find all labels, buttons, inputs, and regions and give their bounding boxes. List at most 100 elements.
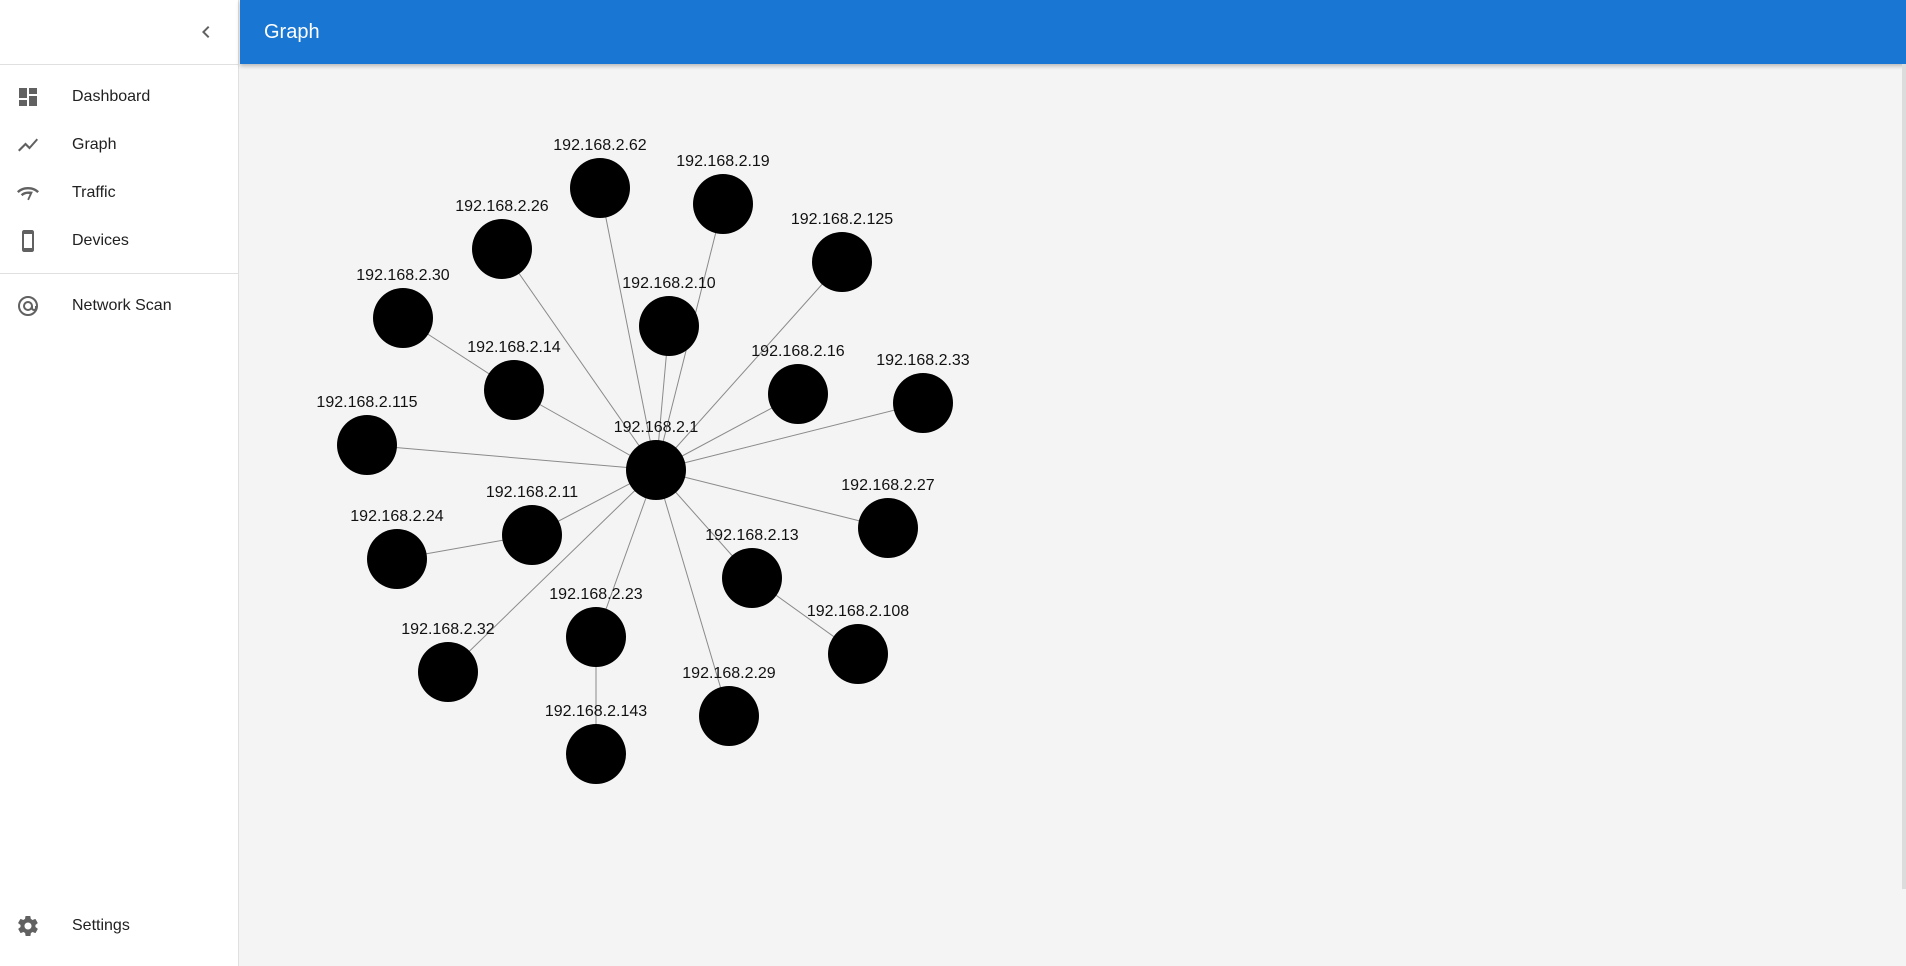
graph-node-label: 192.168.2.27 [841, 477, 935, 494]
network-graph[interactable]: 192.168.2.1 192.168.2.62 192.168.2.19 192.1… [240, 64, 1906, 966]
graph-node[interactable]: 192.168.2.143 [545, 703, 647, 784]
graph-edge [655, 469, 889, 529]
graph-node-circle[interactable] [812, 232, 872, 292]
sidebar-item-label: Settings [72, 917, 130, 934]
sidebar-item-label: Dashboard [72, 88, 151, 105]
graph-node-circle[interactable] [768, 364, 828, 424]
graph-node-label: 192.168.2.24 [350, 508, 444, 525]
graph-edge [599, 187, 657, 471]
graph-canvas[interactable]: 192.168.2.1 192.168.2.62 192.168.2.19 192.1… [240, 64, 1906, 966]
graph-node[interactable]: 192.168.2.30 [356, 267, 450, 348]
graph-edge [447, 469, 657, 673]
graph-node[interactable]: 192.168.2.27 [841, 477, 935, 558]
graph-node-circle[interactable] [722, 548, 782, 608]
sidebar-item-devices[interactable]: Devices [0, 217, 238, 265]
collapse-sidebar-button[interactable] [190, 16, 222, 48]
footer-nav: Settings [0, 894, 238, 958]
graph-node[interactable]: 192.168.2.62 [553, 137, 647, 218]
wifi-icon [16, 181, 40, 205]
graph-node-circle[interactable] [828, 624, 888, 684]
sidebar-item-dashboard[interactable]: Dashboard [0, 73, 238, 121]
graph-edge [501, 248, 657, 471]
graph-node-circle[interactable] [566, 607, 626, 667]
graph-node-circle[interactable] [337, 415, 397, 475]
graph-node-label: 192.168.2.30 [356, 267, 450, 284]
graph-node[interactable]: 192.168.2.1 [614, 419, 699, 500]
gear-icon [16, 914, 40, 938]
sidebar-item-settings[interactable]: Settings [0, 902, 238, 950]
sidebar: Dashboard Graph Traffic Devices [0, 0, 239, 966]
sidebar-header [0, 0, 238, 65]
graph-node[interactable]: 192.168.2.32 [401, 621, 495, 702]
sidebar-item-label: Network Scan [72, 297, 172, 314]
graph-node-circle[interactable] [484, 360, 544, 420]
page-title: Graph [264, 20, 320, 43]
trending-up-icon [16, 133, 40, 157]
graph-node-circle[interactable] [367, 529, 427, 589]
graph-node-label: 192.168.2.16 [751, 343, 845, 360]
graph-node-circle[interactable] [699, 686, 759, 746]
graph-node-circle[interactable] [639, 296, 699, 356]
graph-node-circle[interactable] [502, 505, 562, 565]
graph-node[interactable]: 192.168.2.13 [705, 527, 799, 608]
graph-node-label: 192.168.2.62 [553, 137, 647, 154]
graph-node[interactable]: 192.168.2.125 [791, 211, 893, 292]
graph-node-circle[interactable] [418, 642, 478, 702]
graph-node-circle[interactable] [472, 219, 532, 279]
graph-node-label: 192.168.2.11 [486, 484, 578, 501]
graph-node-label: 192.168.2.23 [549, 586, 643, 603]
phone-icon [16, 229, 40, 253]
graph-node-label: 192.168.2.1 [614, 419, 699, 436]
graph-node[interactable]: 192.168.2.24 [350, 508, 444, 589]
graph-node[interactable]: 192.168.2.115 [316, 394, 418, 475]
graph-node[interactable]: 192.168.2.108 [807, 603, 909, 684]
graph-node[interactable]: 192.168.2.29 [682, 665, 776, 746]
graph-node-circle[interactable] [893, 373, 953, 433]
graph-node-label: 192.168.2.19 [676, 153, 770, 170]
sidebar-item-label: Graph [72, 136, 117, 153]
graph-node[interactable]: 192.168.2.26 [455, 198, 549, 279]
graph-node-circle[interactable] [373, 288, 433, 348]
graph-node-label: 192.168.2.26 [455, 198, 549, 215]
graph-node-circle[interactable] [626, 440, 686, 500]
nodes-layer: 192.168.2.1 192.168.2.62 192.168.2.19 192.1… [316, 137, 970, 784]
sidebar-divider [0, 273, 238, 274]
graph-node-label: 192.168.2.125 [791, 211, 893, 228]
graph-node-label: 192.168.2.13 [705, 527, 799, 544]
graph-node[interactable]: 192.168.2.16 [751, 343, 845, 424]
graph-edge [655, 402, 924, 471]
graph-node-label: 192.168.2.108 [807, 603, 909, 620]
graph-node-label: 192.168.2.10 [622, 275, 716, 292]
graph-node[interactable]: 192.168.2.19 [676, 153, 770, 234]
dashboard-icon [16, 85, 40, 109]
sidebar-item-traffic[interactable]: Traffic [0, 169, 238, 217]
at-radar-icon [16, 294, 40, 318]
scrollbar[interactable] [1902, 64, 1906, 889]
graph-node-circle[interactable] [566, 724, 626, 784]
sidebar-item-graph[interactable]: Graph [0, 121, 238, 169]
primary-nav: Dashboard Graph Traffic Devices [0, 65, 238, 273]
graph-node-label: 192.168.2.14 [467, 339, 561, 356]
app-bar: Graph [240, 0, 1906, 64]
sidebar-item-network-scan[interactable]: Network Scan [0, 282, 238, 330]
graph-node-label: 192.168.2.33 [876, 352, 970, 369]
chevron-left-icon [202, 26, 210, 38]
graph-edge [366, 444, 657, 471]
graph-node-label: 192.168.2.29 [682, 665, 776, 682]
secondary-nav: Network Scan [0, 274, 238, 338]
graph-node[interactable]: 192.168.2.23 [549, 586, 643, 667]
graph-node-label: 192.168.2.115 [316, 394, 417, 411]
graph-edge [655, 469, 730, 717]
graph-node-circle[interactable] [858, 498, 918, 558]
graph-node[interactable]: 192.168.2.11 [486, 484, 578, 565]
sidebar-item-label: Traffic [72, 184, 116, 201]
graph-node[interactable]: 192.168.2.10 [622, 275, 716, 356]
graph-node-label: 192.168.2.32 [401, 621, 495, 638]
sidebar-item-label: Devices [72, 232, 129, 249]
graph-node-label: 192.168.2.143 [545, 703, 647, 720]
graph-edge [655, 261, 843, 471]
graph-node-circle[interactable] [693, 174, 753, 234]
graph-node-circle[interactable] [570, 158, 630, 218]
graph-node[interactable]: 192.168.2.14 [467, 339, 561, 420]
graph-node[interactable]: 192.168.2.33 [876, 352, 970, 433]
